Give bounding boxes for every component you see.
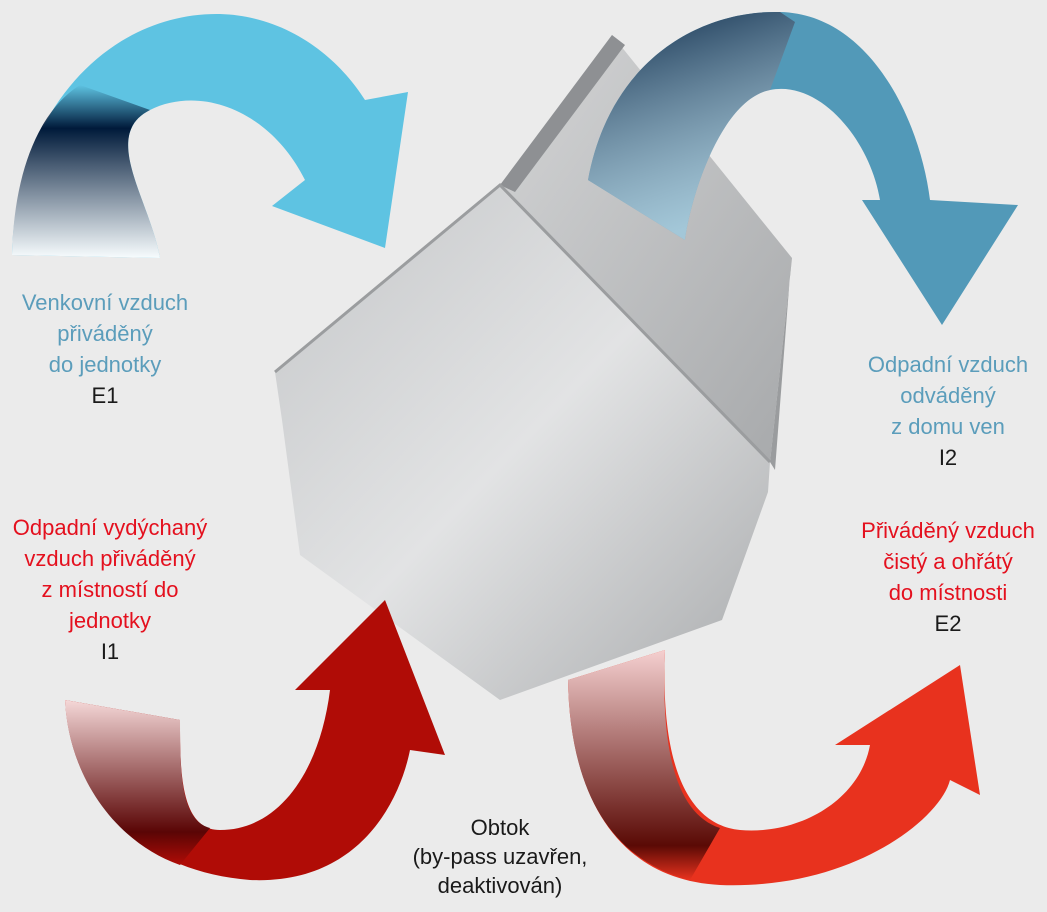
- supply-air-arrow: [568, 650, 980, 886]
- label-line: z domu ven: [891, 414, 1005, 439]
- label-line: z místností do: [41, 577, 179, 602]
- label-line: Venkovní vzduch: [21, 290, 189, 315]
- label-i2-exhaust-air: Odpadní vzduch odváděný z domu ven I2: [868, 349, 1028, 473]
- outdoor-air-arrow: [12, 13, 408, 258]
- label-code: I2: [938, 445, 958, 470]
- label-code: E1: [91, 383, 119, 408]
- label-line: Odpadní vzduch: [867, 352, 1029, 377]
- label-i1-extract-air: Odpadní vydýchaný vzduch přiváděný z mís…: [13, 512, 207, 667]
- exhaust-air-arrow: [588, 11, 1018, 325]
- label-code: E2: [934, 611, 962, 636]
- label-line: přiváděný: [57, 321, 153, 346]
- label-e2-supply-air: Přiváděný vzduch čistý a ohřátý do místn…: [861, 515, 1035, 639]
- label-bypass: Obtok (by-pass uzavřen, deaktivován): [413, 813, 588, 900]
- label-line: Odpadní vydýchaný: [12, 515, 208, 540]
- label-line: deaktivován): [437, 873, 563, 898]
- label-line: do místnosti: [888, 580, 1008, 605]
- label-e1-outdoor-air: Venkovní vzduch přiváděný do jednotky E1: [22, 287, 188, 411]
- heat-exchanger-core: [274, 35, 792, 700]
- label-line: do jednotky: [48, 352, 162, 377]
- extract-air-arrow: [65, 600, 445, 881]
- label-line: vzduch přiváděný: [24, 546, 196, 571]
- label-line: Obtok: [470, 815, 530, 840]
- label-line: odváděný: [900, 383, 996, 408]
- label-code: I1: [100, 639, 120, 664]
- label-line: Přiváděný vzduch: [861, 518, 1035, 543]
- label-line: jednotky: [69, 608, 151, 633]
- label-line: čistý a ohřátý: [883, 549, 1013, 574]
- label-line: (by-pass uzavřen,: [412, 844, 588, 869]
